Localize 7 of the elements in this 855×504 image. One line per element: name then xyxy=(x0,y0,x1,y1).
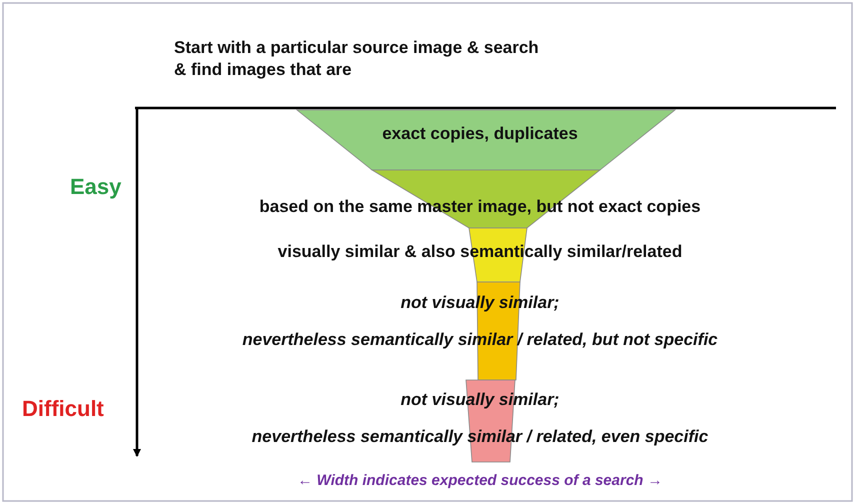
segment-label: not visually similar; xyxy=(400,390,560,409)
title: Start with a particular source image & search & find images that are xyxy=(174,37,540,81)
difficulty-label: Difficult xyxy=(22,396,104,422)
segment-label: nevertheless semantically similar / related, even specific xyxy=(252,427,708,446)
difficulty-label: Easy xyxy=(70,174,122,200)
caption: ← Width indicates expected success of a search → xyxy=(298,472,662,489)
segment-label: exact copies, duplicates xyxy=(382,124,578,143)
